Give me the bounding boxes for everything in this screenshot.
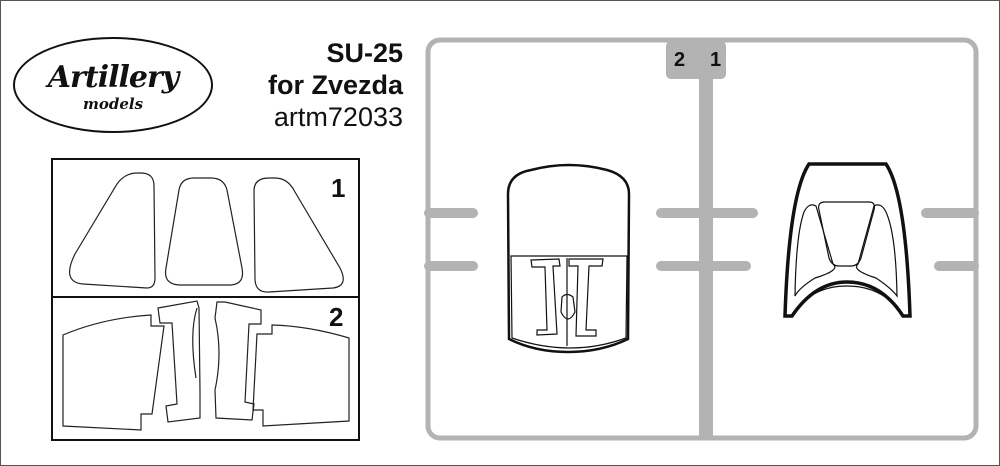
mask-section-1: [68, 172, 344, 293]
logo-subtitle: models: [82, 95, 144, 113]
front-windscreen-part: [783, 162, 912, 318]
mask-sheet-drawing: [51, 158, 360, 441]
sprue-drawing: [424, 37, 979, 441]
right-quarter-window-mask: [253, 177, 344, 293]
center-windscreen-mask: [164, 177, 244, 286]
left-canopy-side-panel-mask: [62, 314, 165, 431]
left-quarter-window-mask: [68, 172, 156, 289]
kit-compatibility: for Zvezda: [267, 70, 403, 100]
gate-label-1: 1: [710, 49, 722, 71]
gate-label-2: 2: [674, 49, 686, 71]
section-2-number: 2: [329, 302, 344, 332]
sprue-diagram: 2 1: [421, 34, 981, 444]
logo-brand: Artillery: [47, 60, 179, 95]
mask-sheet-panel: 1 2: [51, 158, 360, 441]
right-frame-strip-mask: [214, 301, 262, 421]
left-frame-strip-notch: [192, 307, 198, 379]
artillery-models-logo: Artillery models: [13, 37, 213, 133]
rear-canopy-part: [506, 163, 631, 354]
section-1-number: 1: [331, 173, 346, 203]
product-sku: artm72033: [273, 102, 403, 132]
mask-section-2: [62, 300, 350, 431]
left-frame-strip-mask: [157, 300, 201, 423]
aircraft-name: SU-25: [326, 38, 403, 68]
product-title-block: SU-25 for Zvezda artm72033: [223, 37, 403, 133]
right-canopy-side-panel-mask: [252, 324, 350, 427]
